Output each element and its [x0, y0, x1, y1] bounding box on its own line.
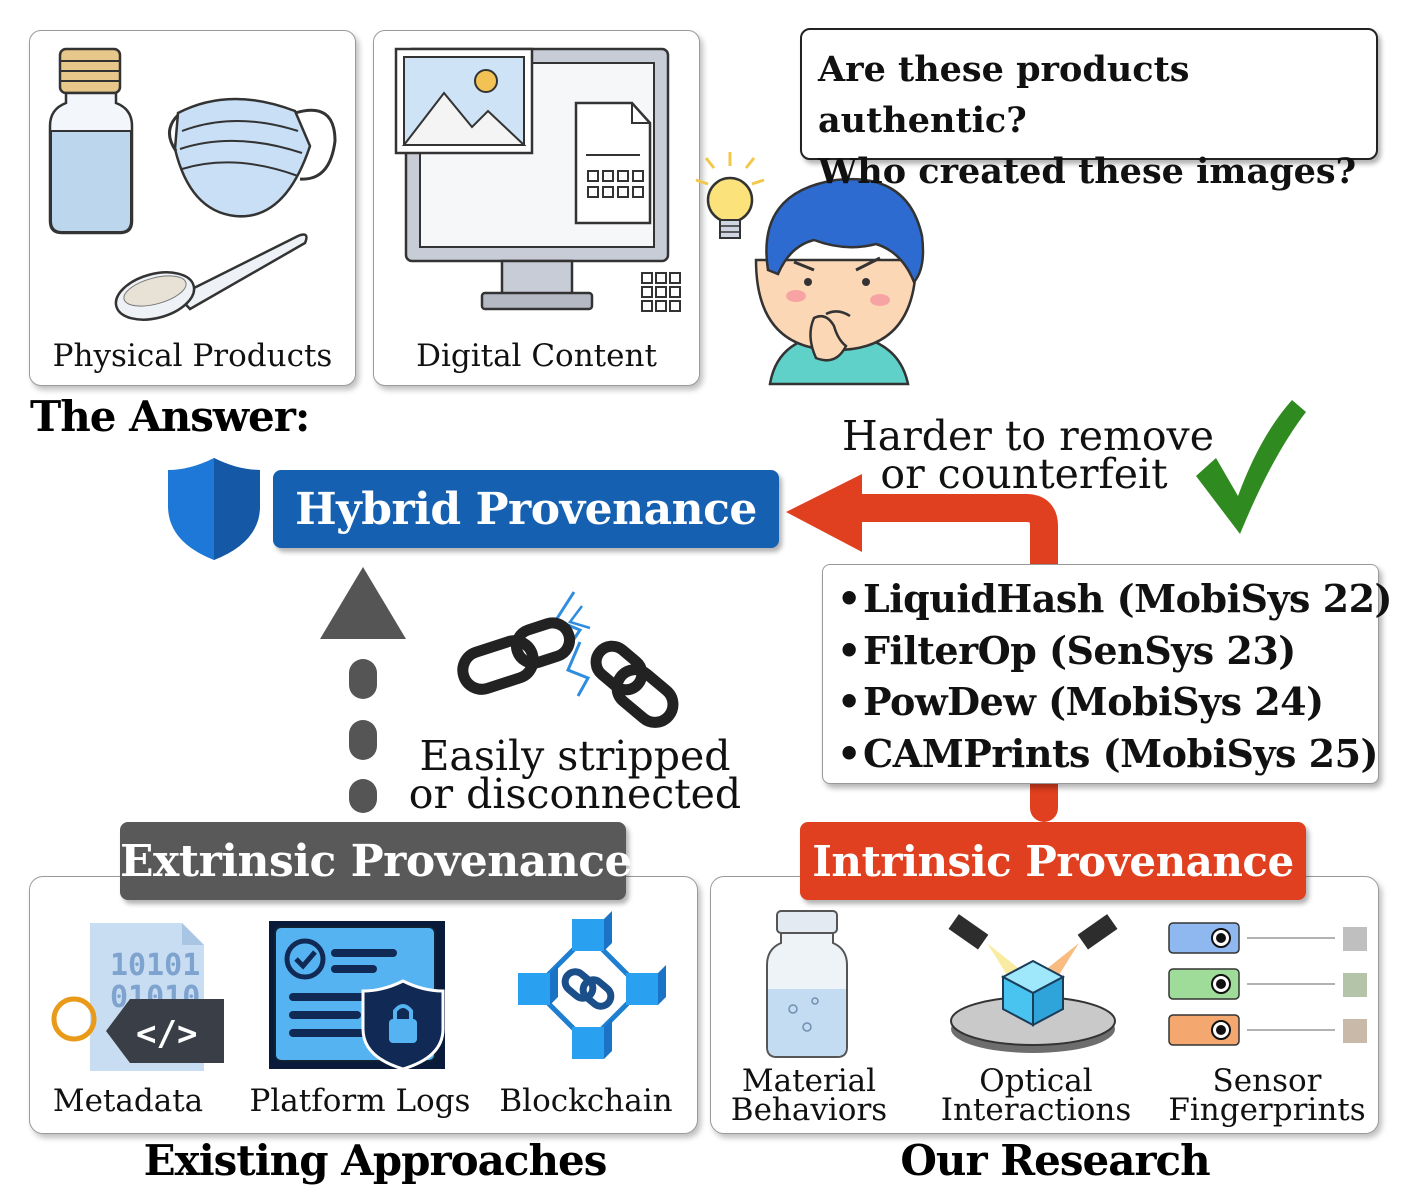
blockchain-caption: Blockchain — [499, 1083, 673, 1119]
monitor-icon — [394, 47, 681, 312]
extrinsic-card: 10101 01010 </> — [29, 876, 698, 1134]
svg-text:10101: 10101 — [110, 948, 200, 983]
thinking-person-icon — [695, 152, 925, 386]
metadata-caption: Metadata — [52, 1083, 204, 1119]
physical-products-card: Physical Products — [29, 30, 356, 386]
research-list-box: •LiquidHash (MobiSys 22) •FilterOp (SenS… — [822, 564, 1393, 784]
physical-products-caption: Physical Products — [52, 338, 333, 374]
easily-note: Easily stripped or disconnected — [402, 732, 748, 818]
easily-line-1: Easily stripped — [419, 732, 731, 780]
jar-icon — [48, 47, 134, 235]
research-item: •FilterOp (SenSys 23) — [837, 627, 1296, 673]
spoon-icon — [114, 233, 308, 321]
mask-icon — [168, 97, 337, 218]
blockchain-icon — [518, 911, 666, 1059]
harder-line-2: or counterfeit — [880, 450, 1168, 498]
question-bubble: Are these products authentic? Who create… — [800, 28, 1378, 192]
existing-approaches-label: Existing Approaches — [143, 1136, 608, 1185]
our-research-label: Our Research — [900, 1136, 1210, 1185]
question-line-2: Who created these images? — [818, 151, 1357, 192]
digital-content-caption: Digital Content — [416, 338, 657, 374]
checkmark-icon — [1196, 400, 1306, 534]
extrinsic-provenance-box: Extrinsic Provenance — [120, 822, 633, 900]
optical-cube-icon — [948, 914, 1118, 1053]
broken-chain-icon — [457, 591, 679, 728]
harder-line-1: Harder to remove — [842, 412, 1214, 460]
research-item: •PowDew (MobiSys 24) — [837, 679, 1324, 724]
camera-row — [1168, 922, 1367, 954]
digital-content-card: Digital Content — [373, 30, 700, 386]
metadata-icon: 10101 01010 </> — [51, 923, 224, 1071]
intrinsic-to-hybrid-arrow — [786, 474, 1058, 822]
extrinsic-to-hybrid-arrow — [320, 567, 406, 813]
physical-products-illustration — [48, 47, 337, 321]
intrinsic-provenance-box: Intrinsic Provenance — [800, 822, 1306, 900]
platform-logs-caption: Platform Logs — [249, 1083, 471, 1119]
harder-note: Harder to remove or counterfeit — [842, 412, 1214, 498]
answer-heading: The Answer: — [30, 392, 310, 441]
svg-text:</>: </> — [136, 1014, 197, 1054]
research-item: •CAMPrints (MobiSys 25) — [837, 730, 1379, 776]
research-item: •LiquidHash (MobiSys 22) — [837, 576, 1393, 621]
glass-jar-icon — [766, 910, 848, 1058]
camera-fingerprint-icon — [1168, 922, 1367, 1046]
hybrid-provenance-box: Hybrid Provenance — [273, 470, 779, 548]
question-line-1: Are these products authentic? — [818, 49, 1190, 141]
easily-line-2: or disconnected — [408, 770, 742, 818]
shield-icon — [168, 458, 260, 560]
platform-logs-icon — [269, 921, 445, 1071]
lightbulb-icon — [695, 152, 765, 239]
